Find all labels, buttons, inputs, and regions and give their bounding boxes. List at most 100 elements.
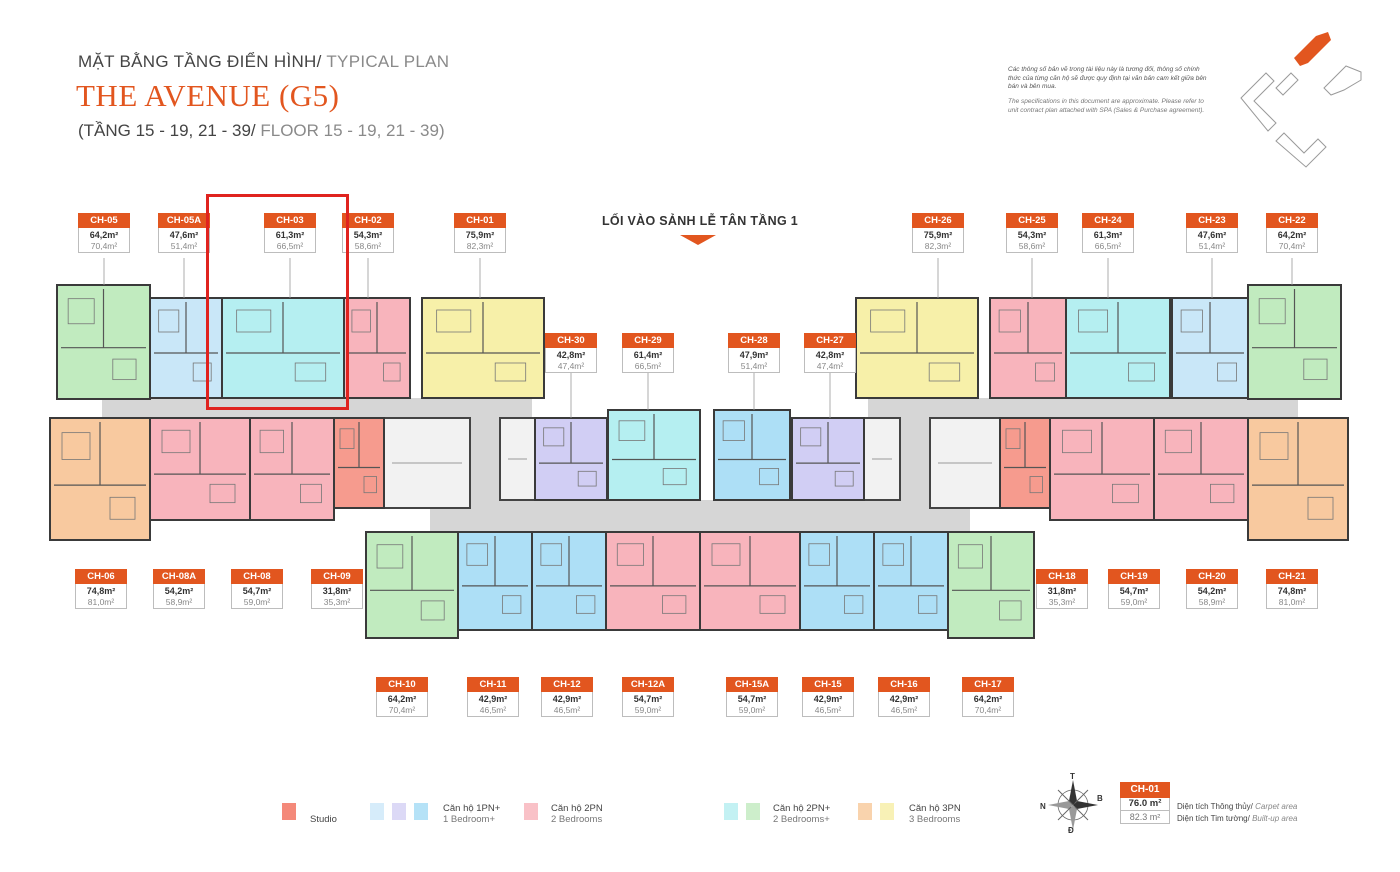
unit-code: CH-15 bbox=[802, 677, 854, 692]
unit-built-area: 59,0m² bbox=[738, 705, 766, 715]
unit-sofa-ch-30 bbox=[577, 470, 597, 487]
unit-code: CH-12 bbox=[541, 677, 593, 692]
unit-built-area: 46,5m² bbox=[479, 705, 507, 715]
unit-carpet-area: 47,6m² bbox=[1197, 230, 1227, 240]
unit-built-area: 81,0m² bbox=[1278, 597, 1306, 607]
floor-range-vi: (TẦNG 15 - 19, 21 - 39/ bbox=[78, 121, 256, 140]
unit-sofa-ch-06 bbox=[109, 496, 136, 520]
legend-one-bed-en: 1 Bedroom+ bbox=[443, 814, 496, 825]
legend-swatch-studio bbox=[282, 803, 296, 820]
unit-bed-ch-29 bbox=[618, 420, 646, 441]
unit-code: CH-06 bbox=[75, 569, 127, 584]
legend-swatch-two-bed-plus-b bbox=[746, 803, 760, 820]
unit-built-area: 46,5m² bbox=[814, 705, 842, 715]
unit-bed-ch-15 bbox=[808, 543, 831, 566]
compass-rose: T B N Đ bbox=[1040, 772, 1106, 838]
unit-sofa-ch-17 bbox=[999, 600, 1022, 621]
unit-bed-ch-03 bbox=[236, 309, 272, 333]
unit-carpet-area: 74,8m² bbox=[86, 586, 116, 596]
unit-sofa-ch-01 bbox=[494, 362, 527, 382]
legend-two-bed-vi: Căn hộ 2PN bbox=[551, 803, 603, 814]
unit-sofa-ch-20 bbox=[1210, 483, 1235, 504]
unit-code: CH-19 bbox=[1108, 569, 1160, 584]
unit-sofa-ch-26 bbox=[928, 362, 961, 382]
unit-carpet-area: 64,2m² bbox=[387, 694, 417, 704]
unit-bed-ch-28 bbox=[722, 420, 745, 441]
unit-carpet-area: 75,9m² bbox=[465, 230, 495, 240]
unit-built-area: 66,5m² bbox=[1094, 241, 1122, 251]
unit-code: CH-18 bbox=[1036, 569, 1088, 584]
unit-sofa-ch-08 bbox=[299, 483, 322, 504]
unit-carpet-area: 54,3m² bbox=[353, 230, 383, 240]
unit-bed-ch-10 bbox=[376, 544, 404, 569]
unit-bed-ch-24 bbox=[1078, 309, 1108, 333]
unit-carpet-area: 42,8m² bbox=[556, 350, 586, 360]
plan-subtitle-en: TYPICAL PLAN bbox=[321, 52, 450, 71]
area-key-code: CH-01 bbox=[1120, 782, 1170, 798]
legend-swatch-one-bed-c bbox=[414, 803, 428, 820]
legend-one-bed: Căn hộ 1PN+ 1 Bedroom+ bbox=[443, 803, 500, 825]
unit-sofa-ch-24 bbox=[1128, 362, 1155, 382]
unit-sofa-ch-28 bbox=[759, 468, 779, 486]
unit-bed-ch-12a bbox=[616, 543, 645, 566]
unit-code: CH-29 bbox=[622, 333, 674, 348]
area-key-carpet: 76.0 m² bbox=[1120, 798, 1170, 811]
unit-code: CH-09 bbox=[311, 569, 363, 584]
legend-two-bed-plus-vi: Căn hộ 2PN+ bbox=[773, 803, 831, 814]
unit-bed-ch-22 bbox=[1258, 298, 1286, 325]
unit-carpet-area: 61,3m² bbox=[275, 230, 305, 240]
unit-carpet-area: 47,9m² bbox=[739, 350, 769, 360]
unit-carpet-area: 64,2m² bbox=[973, 694, 1003, 704]
unit-carpet-area: 31,8m² bbox=[1047, 586, 1077, 596]
unit-built-area: 81,0m² bbox=[87, 597, 115, 607]
unit-built-area: 51,4m² bbox=[1198, 241, 1226, 251]
unit-sofa-ch-19 bbox=[1112, 483, 1139, 504]
unit-built-area: 59,0m² bbox=[634, 705, 662, 715]
unit-carpet-area: 64,2m² bbox=[89, 230, 119, 240]
unit-sofa-ch-12 bbox=[576, 595, 596, 614]
unit-code: CH-17 bbox=[962, 677, 1014, 692]
legend-two-bed: Căn hộ 2PN 2 Bedrooms bbox=[551, 803, 603, 825]
unit-code: CH-30 bbox=[545, 333, 597, 348]
unit-carpet-area: 54,2m² bbox=[164, 586, 194, 596]
plan-subtitle: MẶT BẰNG TẦNG ĐIỂN HÌNH/ TYPICAL PLAN bbox=[78, 52, 449, 72]
entrance-arrow-icon bbox=[680, 235, 716, 245]
unit-built-area: 58,6m² bbox=[354, 241, 382, 251]
unit-bed-ch-21 bbox=[1259, 432, 1289, 460]
unit-built-area: 51,4m² bbox=[170, 241, 198, 251]
legend-swatch-one-bed-b bbox=[392, 803, 406, 820]
unit-code: CH-11 bbox=[467, 677, 519, 692]
unit-carpet-area: 61,4m² bbox=[633, 350, 663, 360]
unit-carpet-area: 54,3m² bbox=[1017, 230, 1047, 240]
unit-built-area: 51,4m² bbox=[740, 361, 768, 371]
unit-built-area: 59,0m² bbox=[1120, 597, 1148, 607]
